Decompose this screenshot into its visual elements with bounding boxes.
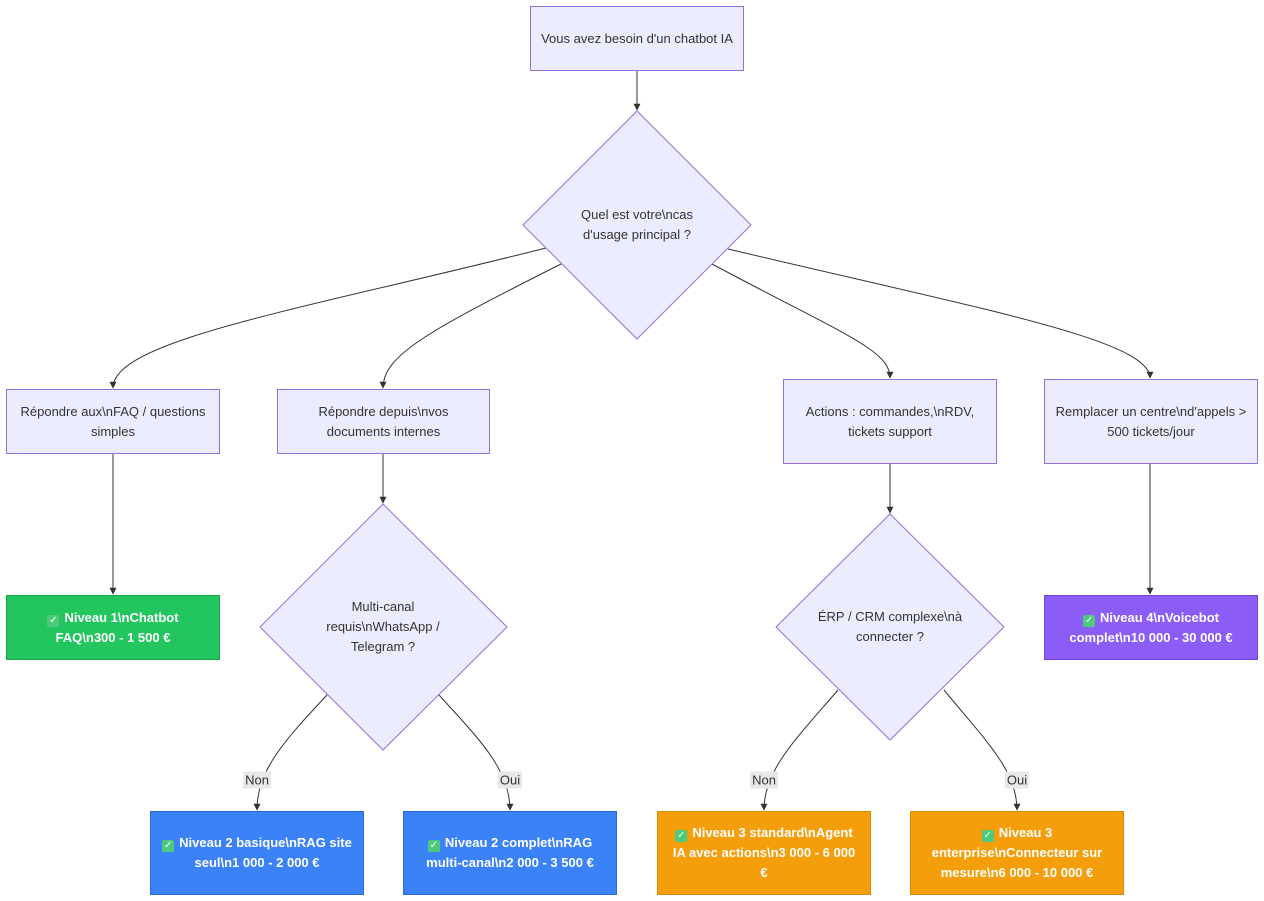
decision-erp-node: ÉRP / CRM complexe\nà connecter ?: [811, 602, 969, 652]
level2-complete-node: ✓Niveau 2 complet\nRAG multi-canal\n2 00…: [403, 811, 617, 895]
edge-label-multichannel-no: Non: [243, 771, 271, 789]
callcenter-node: Remplacer un centre\nd'appels > 500 tick…: [1044, 379, 1258, 464]
decision-main-label: Quel est votre\ncas d'usage principal ?: [581, 207, 693, 242]
edge-decision-to-callcenter: [727, 248, 1154, 379]
level3-enterprise-node: ✓Niveau 3 enterprise\nConnecteur sur mes…: [910, 811, 1124, 895]
decision-shapes: [259, 110, 1005, 751]
docs-node: Répondre depuis\nvos documents internes: [277, 389, 490, 454]
decision-multichannel-shape: [259, 503, 508, 751]
decision-multichannel-label: Multi-canal requis\nWhatsApp / Telegram …: [326, 599, 440, 654]
edges: [109, 70, 1154, 811]
faq-node-label: Répondre aux\nFAQ / questions simples: [20, 403, 206, 439]
level4-node-content: ✓Niveau 4\nVoicebot complet\n10 000 - 30…: [1055, 608, 1247, 648]
decision-erp-shape: [775, 513, 1005, 741]
edge-multichannel-yes: [438, 694, 514, 811]
edge-label-multichannel-yes: Oui: [497, 771, 523, 789]
edge-label-erp-yes: Oui: [1004, 771, 1030, 789]
start-node: Vous avez besoin d'un chatbot IA: [530, 6, 744, 71]
edge-label-erp-no: Non: [750, 771, 778, 789]
decision-main-shape: [522, 110, 752, 340]
level3-enterprise-node-content: ✓Niveau 3 enterprise\nConnecteur sur mes…: [921, 823, 1113, 883]
edge-decision-to-actions: [711, 263, 894, 379]
edge-decision-to-docs: [379, 262, 564, 389]
level3-standard-node-content: ✓Niveau 3 standard\nAgent IA avec action…: [668, 823, 860, 883]
check-mark-icon: ✓: [981, 830, 994, 842]
level3-standard-node: ✓Niveau 3 standard\nAgent IA avec action…: [657, 811, 871, 895]
edge-erp-yes: [943, 689, 1021, 811]
level2-basic-node: ✓ Niveau 2 basique\nRAG site seul\n1 000 …: [150, 811, 364, 895]
check-mark-icon: ✓: [675, 830, 688, 842]
decision-erp-label: ÉRP / CRM complexe\nà connecter ?: [817, 609, 963, 644]
edge-erp-no: [760, 689, 839, 811]
level4-node: ✓Niveau 4\nVoicebot complet\n10 000 - 30…: [1044, 595, 1258, 660]
actions-node-label: Actions : commandes,\nRDV, tickets suppo…: [805, 403, 975, 439]
check-mark-icon: ✓: [1083, 614, 1096, 627]
level3-standard-node-label: Niveau 3 standard\nAgent IA avec actions…: [672, 825, 856, 880]
start-node-label: Vous avez besoin d'un chatbot IA: [541, 30, 733, 46]
level1-node-label: Niveau 1\nChatbot FAQ\n300 - 1 500 €: [55, 609, 179, 645]
faq-node: Répondre aux\nFAQ / questions simples: [6, 389, 220, 454]
edge-multichannel-no: [253, 694, 328, 811]
level2-complete-node-content: ✓Niveau 2 complet\nRAG multi-canal\n2 00…: [414, 833, 606, 873]
decision-main-node: Quel est votre\ncas d'usage principal ?: [568, 195, 706, 255]
check-mark-icon: ✓: [47, 614, 60, 627]
actions-node: Actions : commandes,\nRDV, tickets suppo…: [783, 379, 997, 464]
level1-node-content: ✓Niveau 1\nChatbot FAQ\n300 - 1 500 €: [17, 608, 209, 648]
decision-multichannel-node: Multi-canal requis\nWhatsApp / Telegram …: [314, 592, 452, 662]
level4-node-label: Niveau 4\nVoicebot complet\n10 000 - 30 …: [1069, 609, 1233, 645]
callcenter-node-label: Remplacer un centre\nd'appels > 500 tick…: [1055, 403, 1247, 439]
edge-decision-to-faq: [109, 247, 547, 389]
level2-complete-node-label: Niveau 2 complet\nRAG multi-canal\n2 000…: [426, 835, 594, 870]
check-mark-icon: ✓: [427, 840, 440, 852]
check-mark-icon: ✓: [162, 840, 175, 852]
level1-node: ✓Niveau 1\nChatbot FAQ\n300 - 1 500 €: [6, 595, 220, 660]
level2-basic-node-label: Niveau 2 basique\nRAG site seul\n1 000 -…: [179, 835, 352, 870]
level3-enterprise-node-label: Niveau 3 enterprise\nConnecteur sur mesu…: [931, 825, 1103, 880]
docs-node-label: Répondre depuis\nvos documents internes: [318, 403, 449, 439]
level2-basic-node-content: ✓ Niveau 2 basique\nRAG site seul\n1 000 …: [161, 833, 353, 873]
